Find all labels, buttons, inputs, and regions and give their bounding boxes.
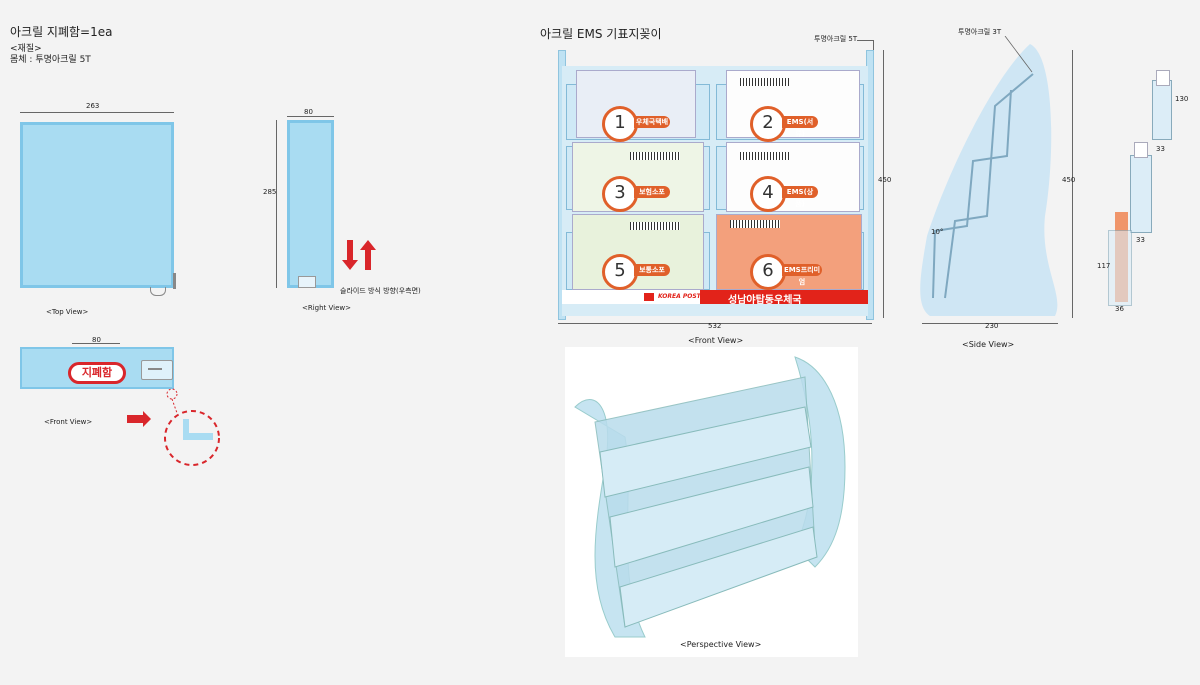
front-view-slot-line: [148, 368, 162, 370]
top-view-box: [20, 122, 174, 288]
bill-box-label: 지폐함: [68, 362, 126, 384]
banner-text: 성남야탑동우체국: [728, 295, 802, 306]
item-3-number: 3: [602, 176, 638, 212]
barcode-6: [730, 220, 780, 228]
side-view-caption: <Side View>: [962, 340, 1015, 349]
banner-logo: KOREA POST: [658, 293, 701, 300]
barcode-2: [740, 78, 790, 86]
item-6-label: EMS프리미엄: [782, 264, 822, 286]
detail-mid-card: [1134, 142, 1148, 158]
barcode-3: [630, 152, 680, 160]
front-width-dim-line: [558, 323, 872, 324]
korea-post-logo-icon: [644, 293, 654, 301]
front-height-dim-line: [883, 50, 884, 318]
detail-d4: 117: [1097, 262, 1111, 270]
item-2-number: 2: [750, 106, 786, 142]
side-angle: 10°: [931, 228, 944, 236]
side-width-dim: 230: [985, 322, 999, 330]
right-view-height-dim-line: [276, 120, 277, 288]
front-height-dim: 450: [878, 176, 892, 184]
item-6-number: 6: [750, 254, 786, 290]
front-width-dim: 532: [708, 322, 722, 330]
page-title-left: 아크릴 지폐함=1ea: [10, 25, 113, 39]
detail-d2: 33: [1156, 145, 1165, 153]
top-view-latch: [173, 273, 176, 289]
detail-bottom-pocket: [1108, 230, 1132, 306]
material-heading: <재질>: [10, 44, 42, 54]
zoom-detail-icon: [127, 388, 220, 466]
right-view-caption: <Right View>: [302, 304, 351, 312]
side-height-dim: 450: [1062, 176, 1076, 184]
perspective-illustration: [574, 356, 846, 638]
right-view-knob: [298, 276, 316, 288]
front-view-slot: [141, 360, 173, 380]
item-3-label: 보험소포: [634, 186, 670, 198]
top-view-width-dim-line: [20, 112, 174, 113]
detail-top-pocket: [1152, 80, 1172, 140]
front-view-dim-a: 80: [92, 336, 101, 344]
top-view-handle: [150, 287, 166, 296]
slide-direction-icon: [342, 240, 376, 270]
side-view-shape: [920, 36, 1058, 316]
barcode-5: [630, 222, 680, 230]
side-height-dim-line: [1072, 50, 1073, 318]
page-title-right: 아크릴 EMS 기표지꽂이: [540, 27, 662, 41]
barcode-4: [740, 152, 790, 160]
item-1-label: 우체국택배: [634, 116, 670, 128]
front-view-caption-left: <Front View>: [44, 418, 93, 426]
item-5-label: 보통소포: [634, 264, 670, 276]
item-5-number: 5: [602, 254, 638, 290]
item-1-number: 1: [602, 106, 638, 142]
callout-3t: 투명아크릴 3T: [958, 28, 1002, 36]
side-width-dim-line: [922, 323, 1058, 324]
right-view-width-dim: 80: [304, 108, 313, 116]
material-body: 몸체 : 투명아크릴 5T: [10, 55, 91, 65]
right-view-width-dim-line: [287, 116, 334, 117]
top-view-width-dim: 263: [86, 102, 100, 110]
front-banner-red: [700, 290, 868, 304]
slide-note: 슬라이드 방식 방향(우측면): [340, 287, 421, 295]
item-2-label: EMS(서류): [782, 116, 818, 138]
detail-mid-pocket: [1130, 155, 1152, 233]
perspective-caption: <Perspective View>: [680, 640, 762, 649]
detail-d1: 130: [1175, 95, 1189, 103]
item-4-number: 4: [750, 176, 786, 212]
right-view-box: [287, 120, 334, 288]
item-4-label: EMS(상품): [782, 186, 818, 208]
callout-5t-leader: [857, 40, 874, 51]
right-view-height-dim: 285: [263, 188, 277, 196]
detail-d3: 33: [1136, 236, 1145, 244]
front-view-dim-a-line: [72, 343, 120, 344]
detail-top-card: [1156, 70, 1170, 86]
top-view-caption: <Top View>: [46, 308, 89, 316]
detail-d5: 36: [1115, 305, 1124, 313]
front-view-caption-right: <Front View>: [688, 336, 744, 345]
callout-5t: 투명아크릴 5T: [814, 35, 858, 43]
